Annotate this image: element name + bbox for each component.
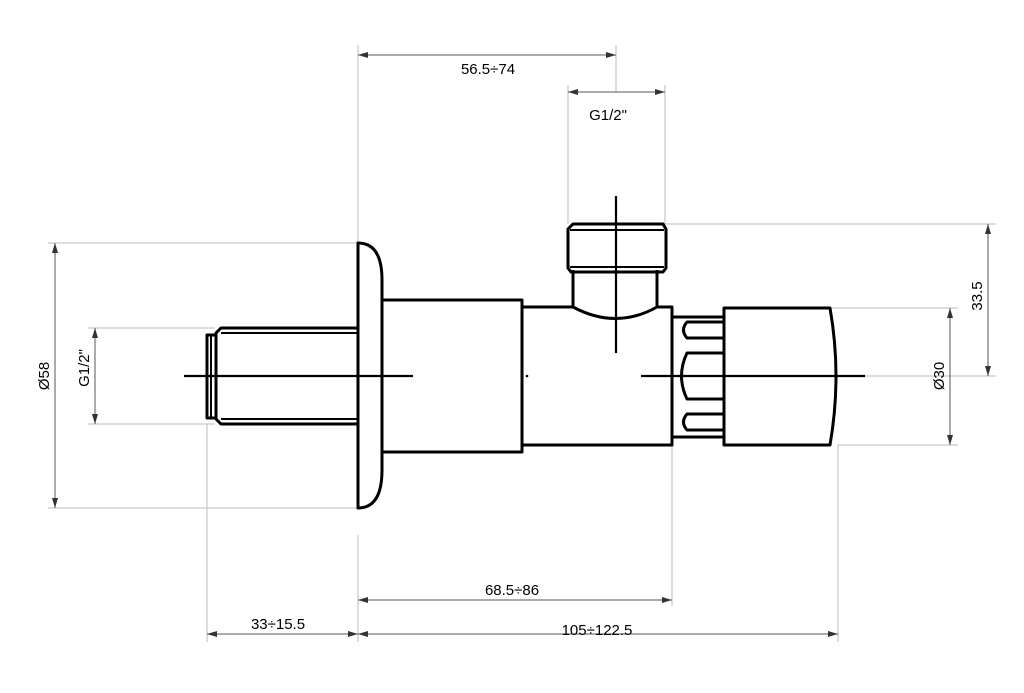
dim-total-length: 105÷122.5 [562,622,633,639]
valve-body [205,222,838,510]
dim-inlet-length: 33÷15.5 [251,616,305,633]
dim-flange-diameter: Ø58 [36,362,53,390]
dim-top-thread: G1/2" [589,107,627,124]
dim-right-height: 33.5 [969,281,986,310]
dim-top-length: 56.5÷74 [461,61,515,78]
dimension-lines [52,52,991,637]
extension-lines [48,45,996,642]
dim-knob-diameter: Ø30 [931,362,948,390]
dim-left-thread: G1/2" [76,349,93,387]
dim-body-length: 68.5÷86 [485,582,539,599]
centerlines [184,196,865,378]
